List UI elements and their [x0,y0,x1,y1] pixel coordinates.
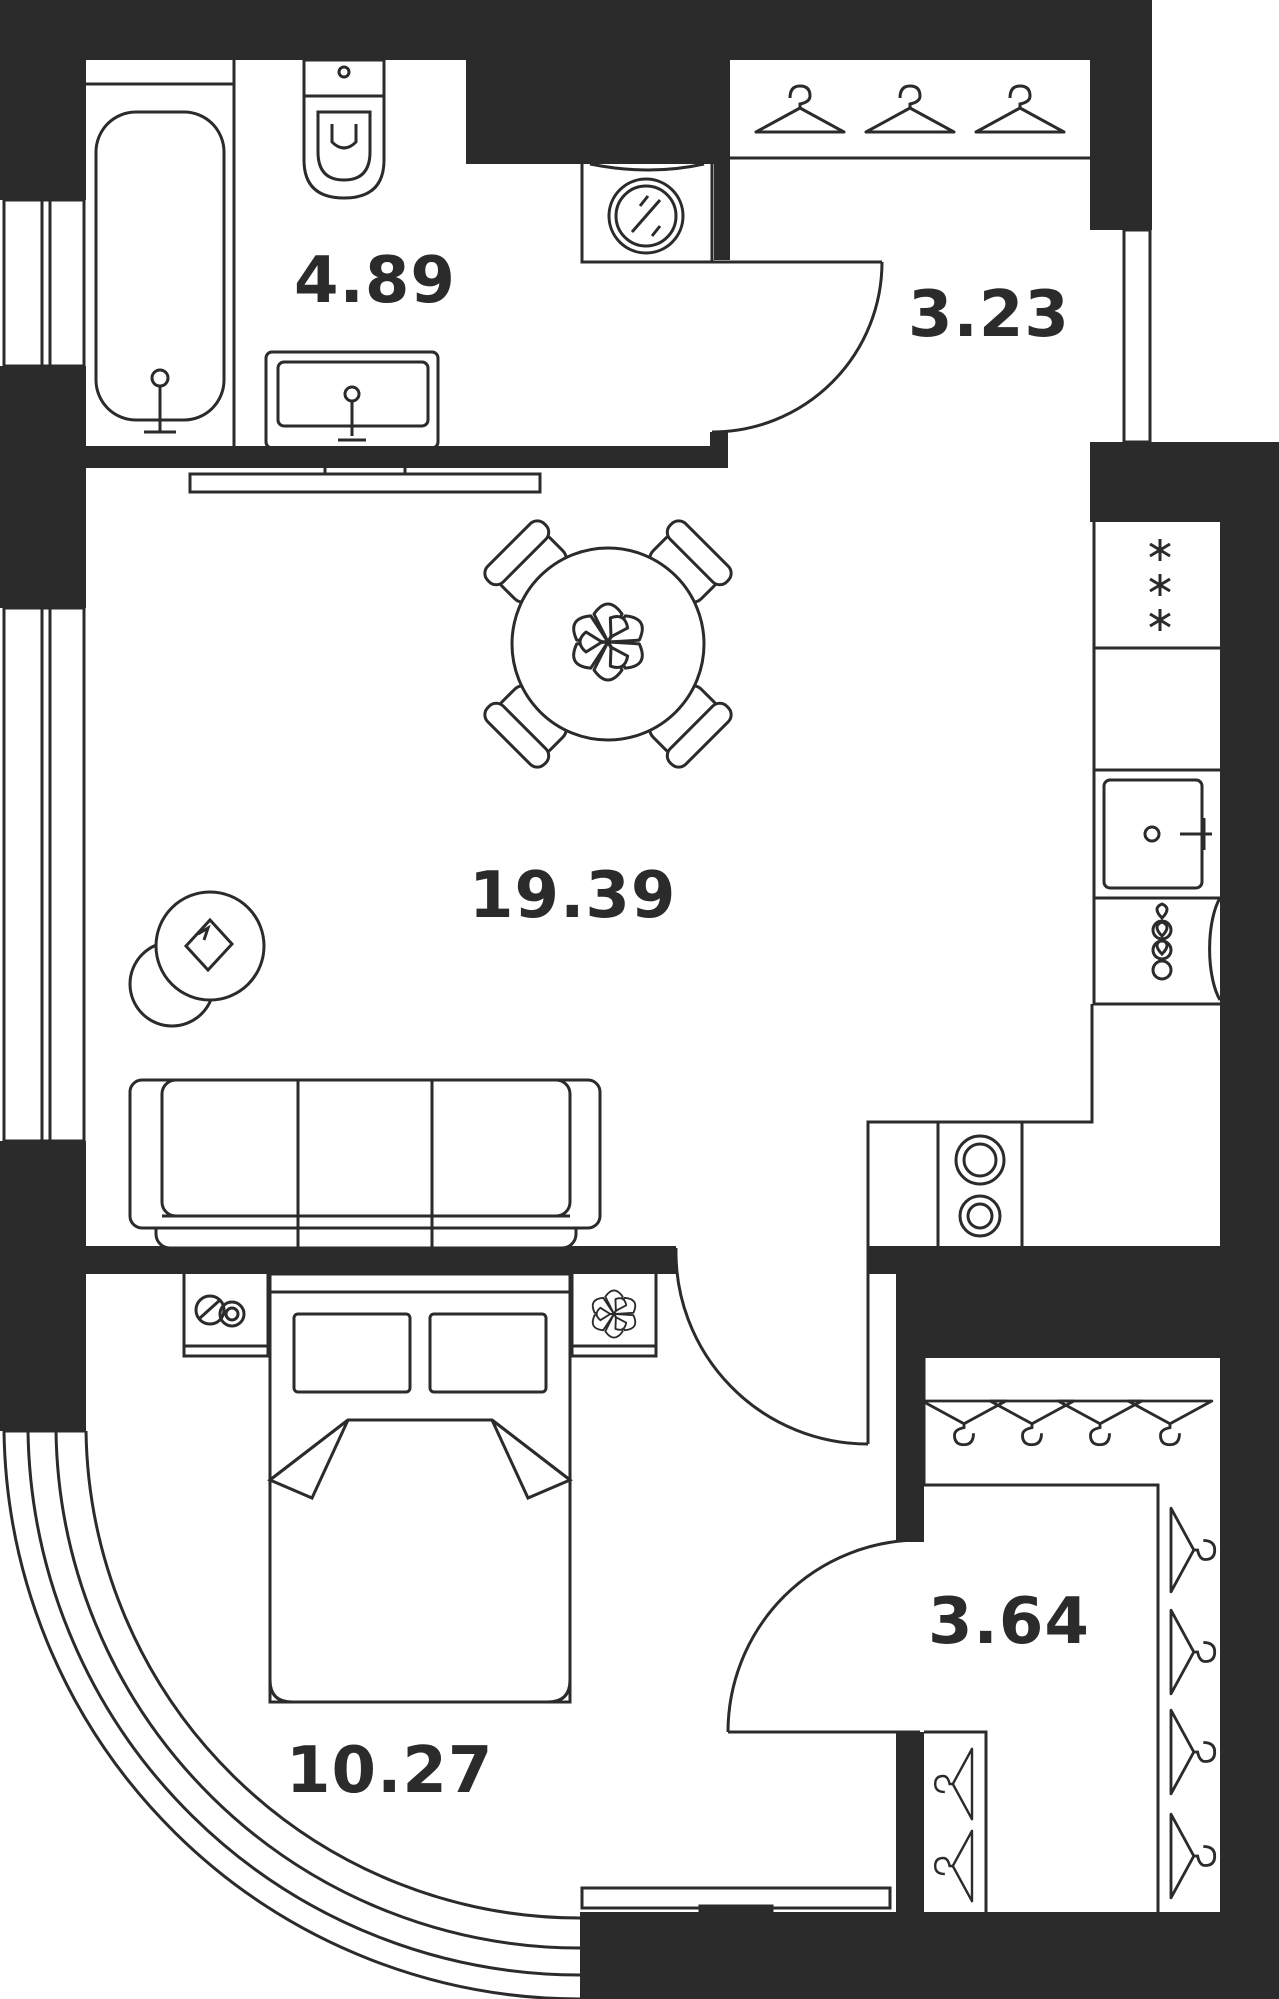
closet-hangers [754,84,1066,134]
doors [674,260,1222,1734]
nightstand-icon [570,1270,658,1358]
hanger-icon [1169,1506,1217,1594]
toilet-icon [302,58,386,200]
hanger-icon [754,84,846,134]
area-label-bedroom: 10.27 [286,1734,494,1808]
area-label-hallway: 3.23 [908,278,1070,352]
window-icon [2,1429,581,1999]
hanger-icon [988,1399,1076,1447]
bed-icon [267,1272,573,1704]
hanger-icon [1169,1708,1217,1796]
window-icon [1122,228,1152,444]
hanger-icon [864,84,956,134]
hanger-icon [934,1747,974,1821]
hanger-icon [1169,1812,1217,1900]
washing-machine-icon [580,160,714,264]
hanger-icon [974,84,1066,134]
door-arc-icon [711,260,884,434]
window-icon [986,1912,1158,1998]
nightstand-icon [182,1270,270,1358]
flower-icon [588,1289,640,1339]
hanger-icon [934,1829,974,1903]
area-label-wardrobe: 3.64 [928,1585,1090,1659]
interior-outlines [86,60,1220,1914]
hanger-icon [1169,1608,1217,1696]
bathtub-icon [94,110,226,434]
door-arc-icon [726,1538,921,1734]
window-icon [2,198,86,368]
hanger-icon [1056,1399,1144,1447]
sink-icon [264,350,440,450]
sofa-icon [128,1078,602,1250]
windows [2,198,1158,1999]
cooktop-icon [1148,537,1172,633]
area-label-living-kitchen: 19.39 [469,859,677,933]
coffee-table-icon [128,890,266,1028]
hanger-icon [1126,1399,1214,1447]
burner-icons [1151,902,1173,981]
hanger-icon [920,1399,1008,1447]
window-icon [2,606,86,1143]
kitchen-sink-icon [1102,778,1212,890]
area-label-bathroom: 4.89 [294,244,456,318]
door-arc-icon [674,1247,870,1446]
cooktop-icon [954,1134,1006,1238]
tv-icon [188,464,542,494]
